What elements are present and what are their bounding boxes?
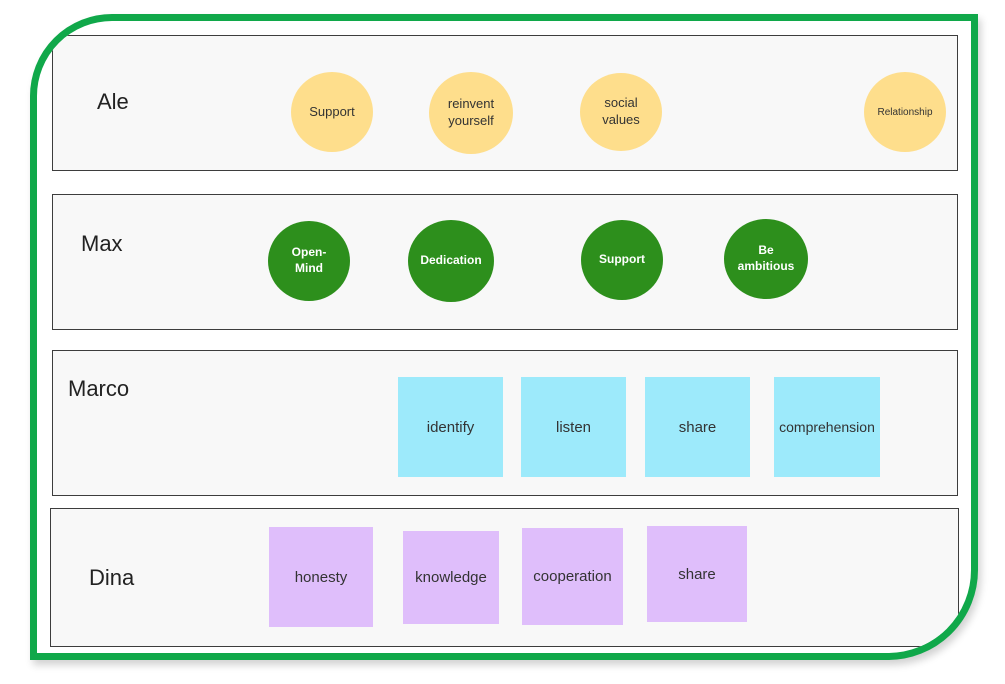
row-dina [50, 508, 959, 647]
sticky-identify[interactable]: identify [398, 377, 503, 477]
sticky-knowledge[interactable]: knowledge [403, 531, 499, 624]
row-max [52, 194, 958, 330]
sticker-social-values[interactable]: social values [580, 73, 662, 151]
sticker-support-green[interactable]: Support [581, 220, 663, 300]
sticker-dedication[interactable]: Dedication [408, 220, 494, 302]
sticker-reinvent-yourself[interactable]: reinvent yourself [429, 72, 513, 154]
sticker-be-ambitious[interactable]: Be ambitious [724, 219, 808, 299]
sticker-support[interactable]: Support [291, 72, 373, 152]
sticky-honesty[interactable]: honesty [269, 527, 373, 627]
row-label-dina: Dina [89, 565, 135, 590]
sticky-comprehension[interactable]: comprehension [774, 377, 880, 477]
row-label-marco: Marco [68, 376, 130, 401]
sticky-share-purple[interactable]: share [647, 526, 747, 622]
sticker-relationship[interactable]: Relationship [864, 72, 946, 152]
sticky-cooperation[interactable]: cooperation [522, 528, 623, 625]
sticky-listen[interactable]: listen [521, 377, 626, 477]
sticker-open-mind[interactable]: Open- Mind [268, 221, 350, 301]
row-label-max: Max [81, 231, 123, 256]
board-frame: Ale Support reinvent yourself social val… [30, 14, 978, 660]
row-label-ale: Ale [97, 89, 129, 114]
sticky-share-blue[interactable]: share [645, 377, 750, 477]
